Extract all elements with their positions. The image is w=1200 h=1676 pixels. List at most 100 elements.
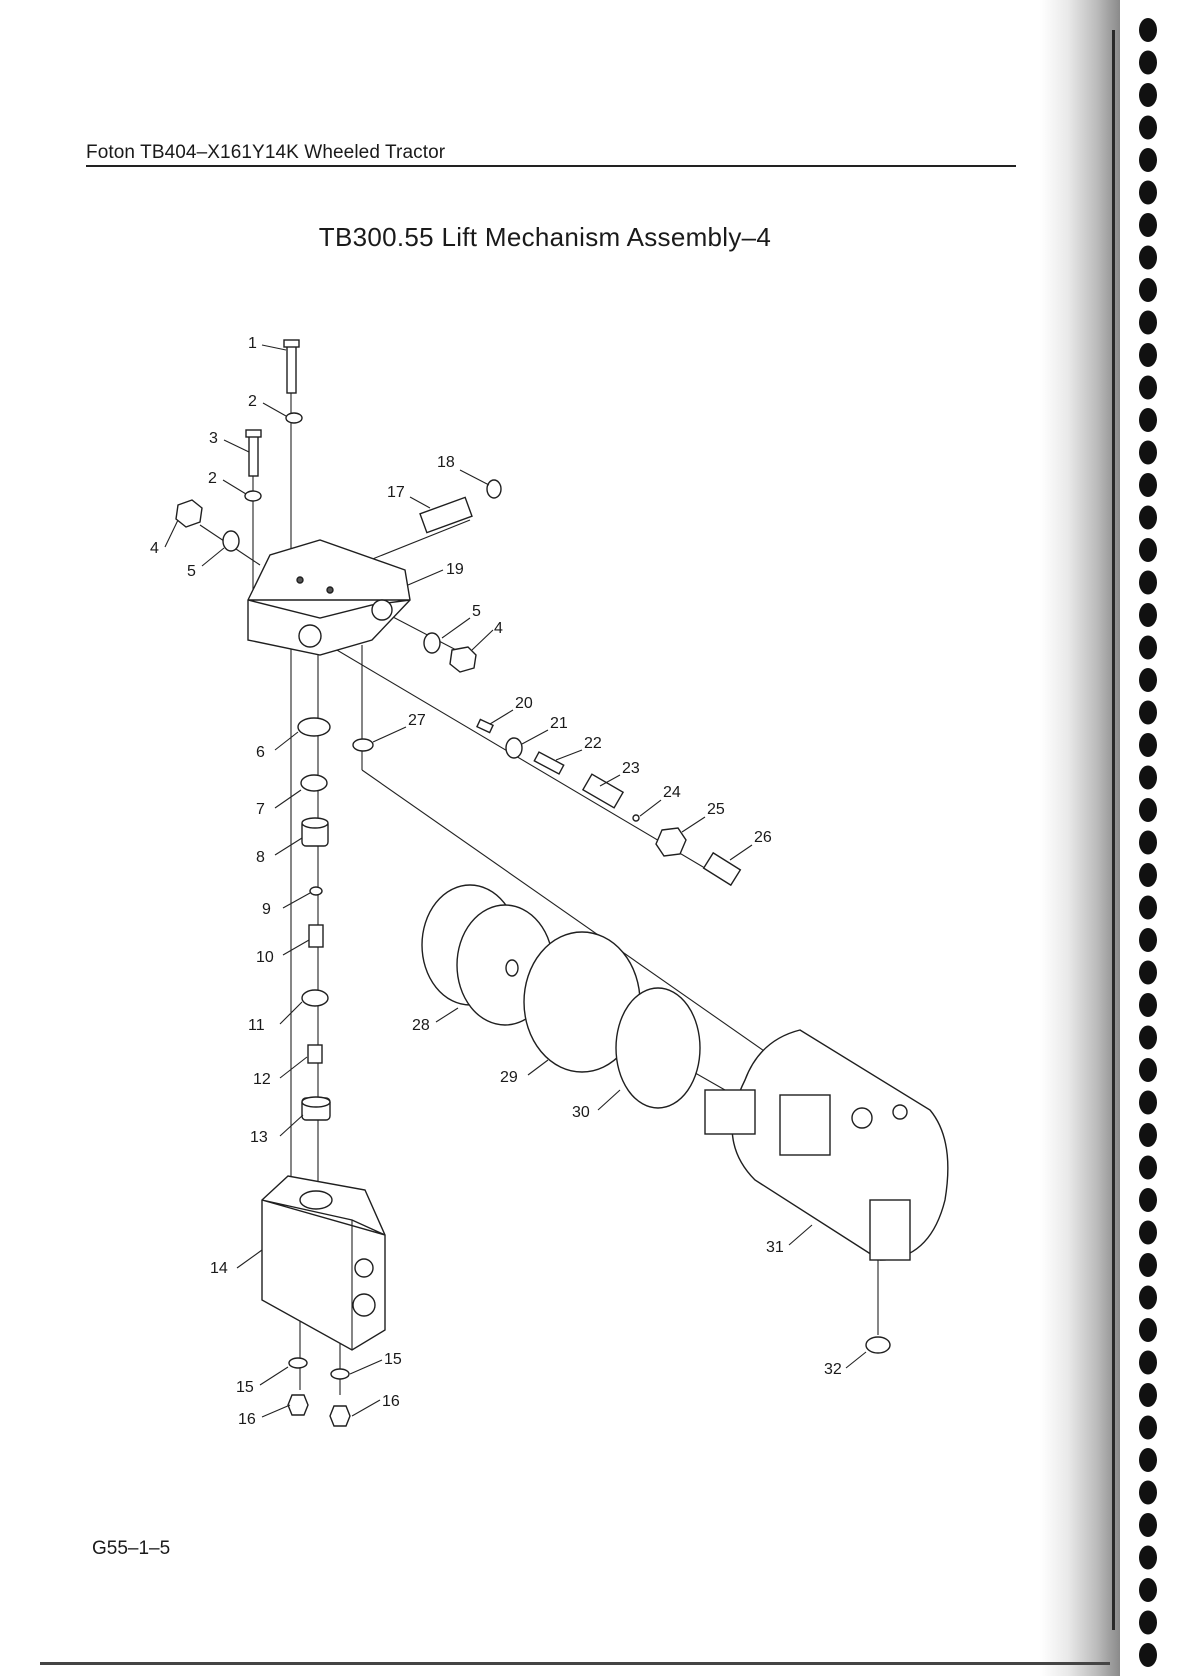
binding-dot — [1139, 570, 1157, 595]
binding-dot — [1139, 408, 1157, 432]
binding-dot — [1139, 603, 1157, 627]
part-washer-5-right — [423, 632, 441, 654]
binding-dot — [1139, 798, 1157, 822]
binding-dot — [1139, 1383, 1157, 1407]
binding-dot — [1139, 668, 1157, 692]
part-plug-4-right — [449, 646, 477, 673]
callout-25: 25 — [707, 801, 725, 818]
page-binding-shadow — [1040, 0, 1120, 1676]
part-pin-20 — [476, 718, 494, 734]
part-bolt-16-right — [329, 1405, 351, 1427]
callout-30: 30 — [572, 1104, 590, 1121]
callout-7: 7 — [256, 801, 265, 818]
header-title: Foton TB404–X161Y14K Wheeled Tractor — [86, 142, 446, 163]
callout-8: 8 — [256, 849, 265, 866]
part-spring-10 — [308, 924, 324, 948]
part-spring-22 — [533, 751, 565, 775]
binding-dot — [1139, 1188, 1157, 1212]
binding-dot — [1139, 83, 1157, 107]
page-title: TB300.55 Lift Mechanism Assembly–4 — [318, 222, 772, 252]
binding-dot — [1139, 993, 1157, 1017]
callout-2a: 2 — [248, 393, 257, 410]
callout-24: 24 — [663, 784, 681, 801]
binding-dot — [1139, 180, 1157, 205]
part-ball-24 — [632, 814, 640, 822]
binding-dot — [1139, 765, 1157, 790]
callout-2b: 2 — [208, 470, 217, 487]
callout-16b: 16 — [382, 1393, 400, 1410]
binding-dot — [1139, 1253, 1157, 1277]
part-plug-4-left — [175, 499, 203, 528]
binding-dot — [1139, 505, 1157, 530]
part-oring-11 — [301, 989, 329, 1007]
binding-dot — [1139, 245, 1157, 270]
binding-dot — [1139, 863, 1157, 887]
binding-dot — [1139, 1448, 1157, 1472]
part-cap-26 — [702, 851, 742, 887]
callout-18: 18 — [437, 454, 455, 471]
binding-dot — [1139, 830, 1157, 855]
binding-dot — [1139, 343, 1157, 367]
binding-dot — [1139, 1578, 1157, 1602]
callout-14: 14 — [210, 1260, 228, 1277]
binding-dots — [1139, 18, 1157, 1667]
part-ring-30 — [615, 987, 701, 1109]
binding-dot — [1139, 1025, 1157, 1050]
page-binding-edge — [1112, 30, 1115, 1630]
binding-dot — [1139, 473, 1157, 497]
binding-dot — [1139, 1350, 1157, 1375]
binding-dot — [1139, 538, 1157, 562]
callout-13: 13 — [250, 1129, 268, 1146]
part-washer-21 — [505, 737, 523, 759]
binding-dot — [1139, 278, 1157, 302]
callout-21: 21 — [550, 715, 568, 732]
binding-dot — [1139, 1155, 1157, 1180]
binding-dot — [1139, 375, 1157, 400]
binding-dot — [1139, 733, 1157, 757]
part-valve-block-14 — [261, 1175, 386, 1351]
binding-dot — [1139, 635, 1157, 660]
part-oring-18 — [486, 479, 502, 499]
page-code: G55–1–5 — [92, 1538, 171, 1559]
binding-dot — [1139, 895, 1157, 920]
binding-dot — [1139, 1123, 1157, 1147]
callout-5a: 5 — [187, 563, 196, 580]
binding-dot — [1139, 115, 1157, 140]
callout-4a: 4 — [150, 540, 159, 557]
part-washer-15-left — [288, 1357, 308, 1369]
binding-dot — [1139, 440, 1157, 465]
part-sleeve-8 — [301, 817, 329, 847]
part-nut-25 — [655, 827, 687, 857]
part-seat-23 — [581, 773, 625, 809]
part-valve-body-19 — [247, 539, 411, 656]
part-washer-2-lower — [244, 490, 262, 502]
binding-dot — [1139, 50, 1157, 75]
callout-29: 29 — [500, 1069, 518, 1086]
binding-dot — [1139, 928, 1157, 952]
binding-dot — [1139, 1058, 1157, 1082]
callout-20: 20 — [515, 695, 533, 712]
callout-22: 22 — [584, 735, 602, 752]
callout-32: 32 — [824, 1361, 842, 1378]
binding-dot — [1139, 310, 1157, 335]
callout-11: 11 — [248, 1017, 265, 1034]
binding-dot — [1139, 1090, 1157, 1115]
part-valve-17 — [419, 496, 473, 534]
callout-15a: 15 — [236, 1379, 254, 1396]
part-oring-6 — [297, 717, 331, 737]
callout-27: 27 — [408, 712, 426, 729]
header-rule — [86, 165, 1016, 167]
binding-dot — [1139, 1610, 1157, 1635]
part-seat-13 — [301, 1096, 331, 1121]
binding-dot — [1139, 1415, 1157, 1440]
part-oring-7 — [300, 774, 328, 792]
callout-28: 28 — [412, 1017, 430, 1034]
part-oring-27 — [352, 738, 374, 752]
callout-1: 1 — [248, 335, 257, 352]
callout-5b: 5 — [472, 603, 481, 620]
part-cylinder-31 — [704, 1029, 949, 1261]
part-washer-5-left — [222, 530, 240, 552]
callout-12: 12 — [253, 1071, 271, 1088]
part-washer-15-right — [330, 1368, 350, 1380]
